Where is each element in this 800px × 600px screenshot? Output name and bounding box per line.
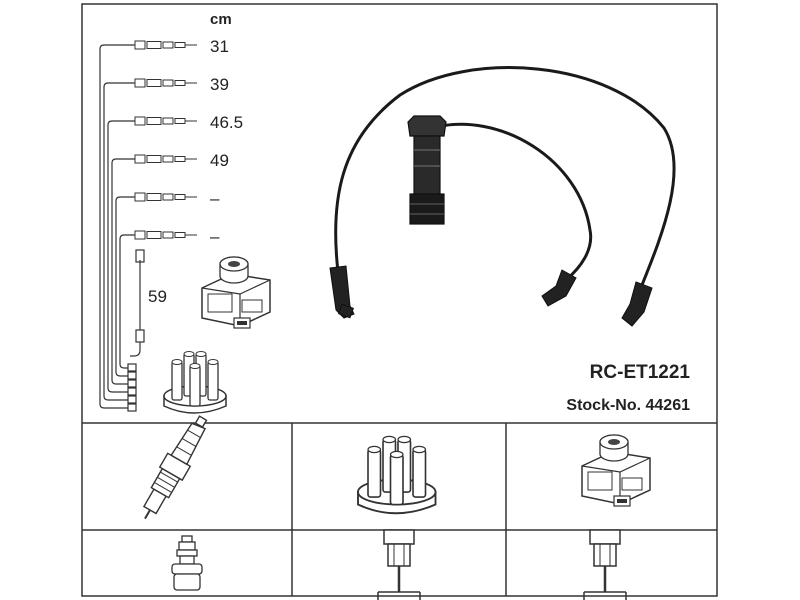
terminal-icon-coil (582, 528, 628, 600)
distributor-cap-icon-large (357, 435, 437, 515)
cable-length-2: 39 (210, 75, 229, 94)
unit-label: cm (210, 11, 232, 28)
cable-length-4: 49 (210, 151, 229, 170)
product-code: RC-ET1221 (590, 362, 691, 383)
distributor-cap-icon (163, 350, 227, 414)
cable-length-3: 46.5 (210, 113, 243, 132)
cable-1 (334, 66, 676, 292)
coil-cable-length: 59 (148, 287, 167, 306)
connector-row-2 (134, 78, 197, 88)
cable-length-6: – (210, 227, 220, 246)
boot-left (329, 265, 355, 319)
boot-right (621, 281, 653, 327)
connector-row-1 (134, 40, 197, 50)
plug-connector-icon (171, 535, 203, 591)
ignition-coil-icon-large (581, 434, 651, 507)
cable-connectors (134, 40, 197, 240)
ignition-coil-icon (201, 256, 271, 329)
boot-middle (541, 269, 577, 307)
cable-2 (430, 122, 593, 282)
cable-length-5: – (210, 189, 220, 208)
connector-row-5 (134, 192, 197, 202)
connector-row-4 (134, 154, 197, 164)
connector-row-6 (134, 230, 197, 240)
cable-bundle (99, 44, 145, 412)
stock-number: Stock-No. 44261 (566, 397, 690, 414)
spark-plug-icon (142, 415, 208, 520)
connector-row-3 (134, 116, 197, 126)
coil-boot (407, 115, 447, 225)
cable-set-drawing (329, 66, 676, 327)
terminal-icon-cap (376, 528, 422, 600)
cable-length-1: 31 (210, 37, 229, 56)
